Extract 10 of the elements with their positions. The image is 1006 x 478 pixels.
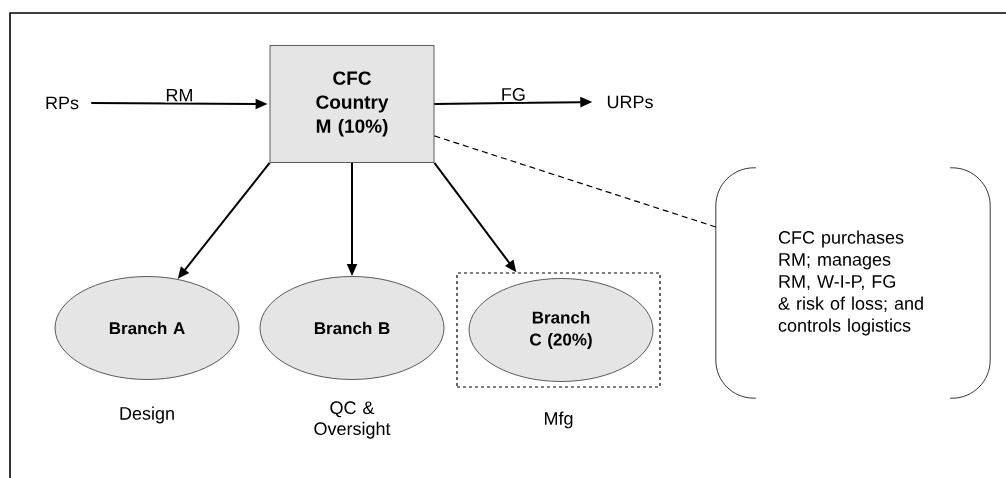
destination-label: URPs [607, 95, 653, 109]
bracketed-note: CFC purchases RM; manages RM, W-I-P, FG & risk of loss; and controls logistics [715, 167, 991, 399]
edge-label: FG [502, 88, 525, 101]
dashed-box [456, 272, 661, 388]
caption-label: Mfg [545, 411, 573, 429]
caption-label: Design [120, 406, 174, 424]
caption-label: QC & Oversight [314, 401, 391, 439]
edge-label: RM [166, 88, 192, 102]
source-label: RPs [46, 96, 79, 110]
entity-box: CFC Country M (10%) [269, 45, 435, 163]
